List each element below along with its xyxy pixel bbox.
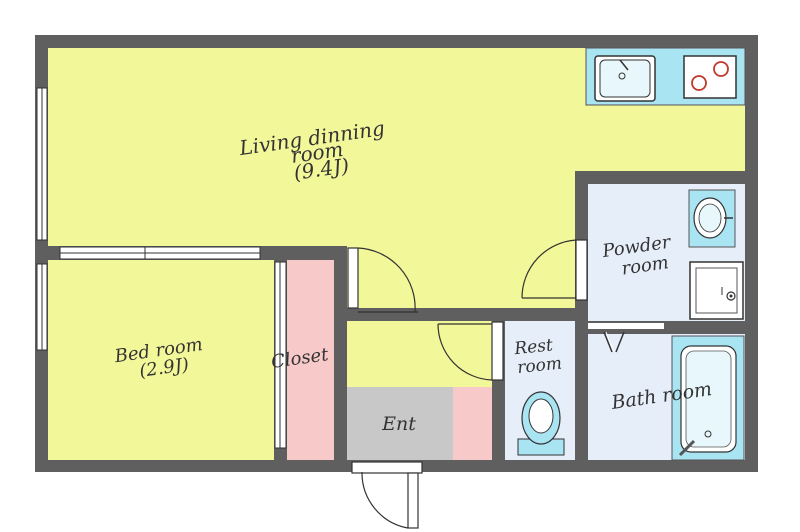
toilet-icon [517,391,565,456]
bedroom-window [36,263,48,351]
hallway-door [347,247,418,313]
rest-room-label: Rest [513,335,554,359]
rest-room-label-2: room [516,353,563,378]
entrance-door [351,461,423,529]
shoe-cabinet [453,387,492,460]
closet-sliding-door [274,261,287,449]
closet [287,260,334,460]
living-dining-room [48,48,745,308]
stove-icon [683,55,737,99]
entrance-label: Ent [381,413,416,435]
living-window [36,87,48,241]
bedroom-sliding-door [59,246,261,260]
folding-door [588,323,664,353]
entrance [347,387,453,460]
powder-room-door [521,239,588,301]
bedroom [48,260,274,460]
washing-machine-icon [689,261,744,320]
rest-room-door [437,321,504,381]
hallway [347,321,492,387]
bathtub-icon [671,335,745,461]
washbasin-icon [688,189,736,248]
sink-icon [594,55,656,102]
